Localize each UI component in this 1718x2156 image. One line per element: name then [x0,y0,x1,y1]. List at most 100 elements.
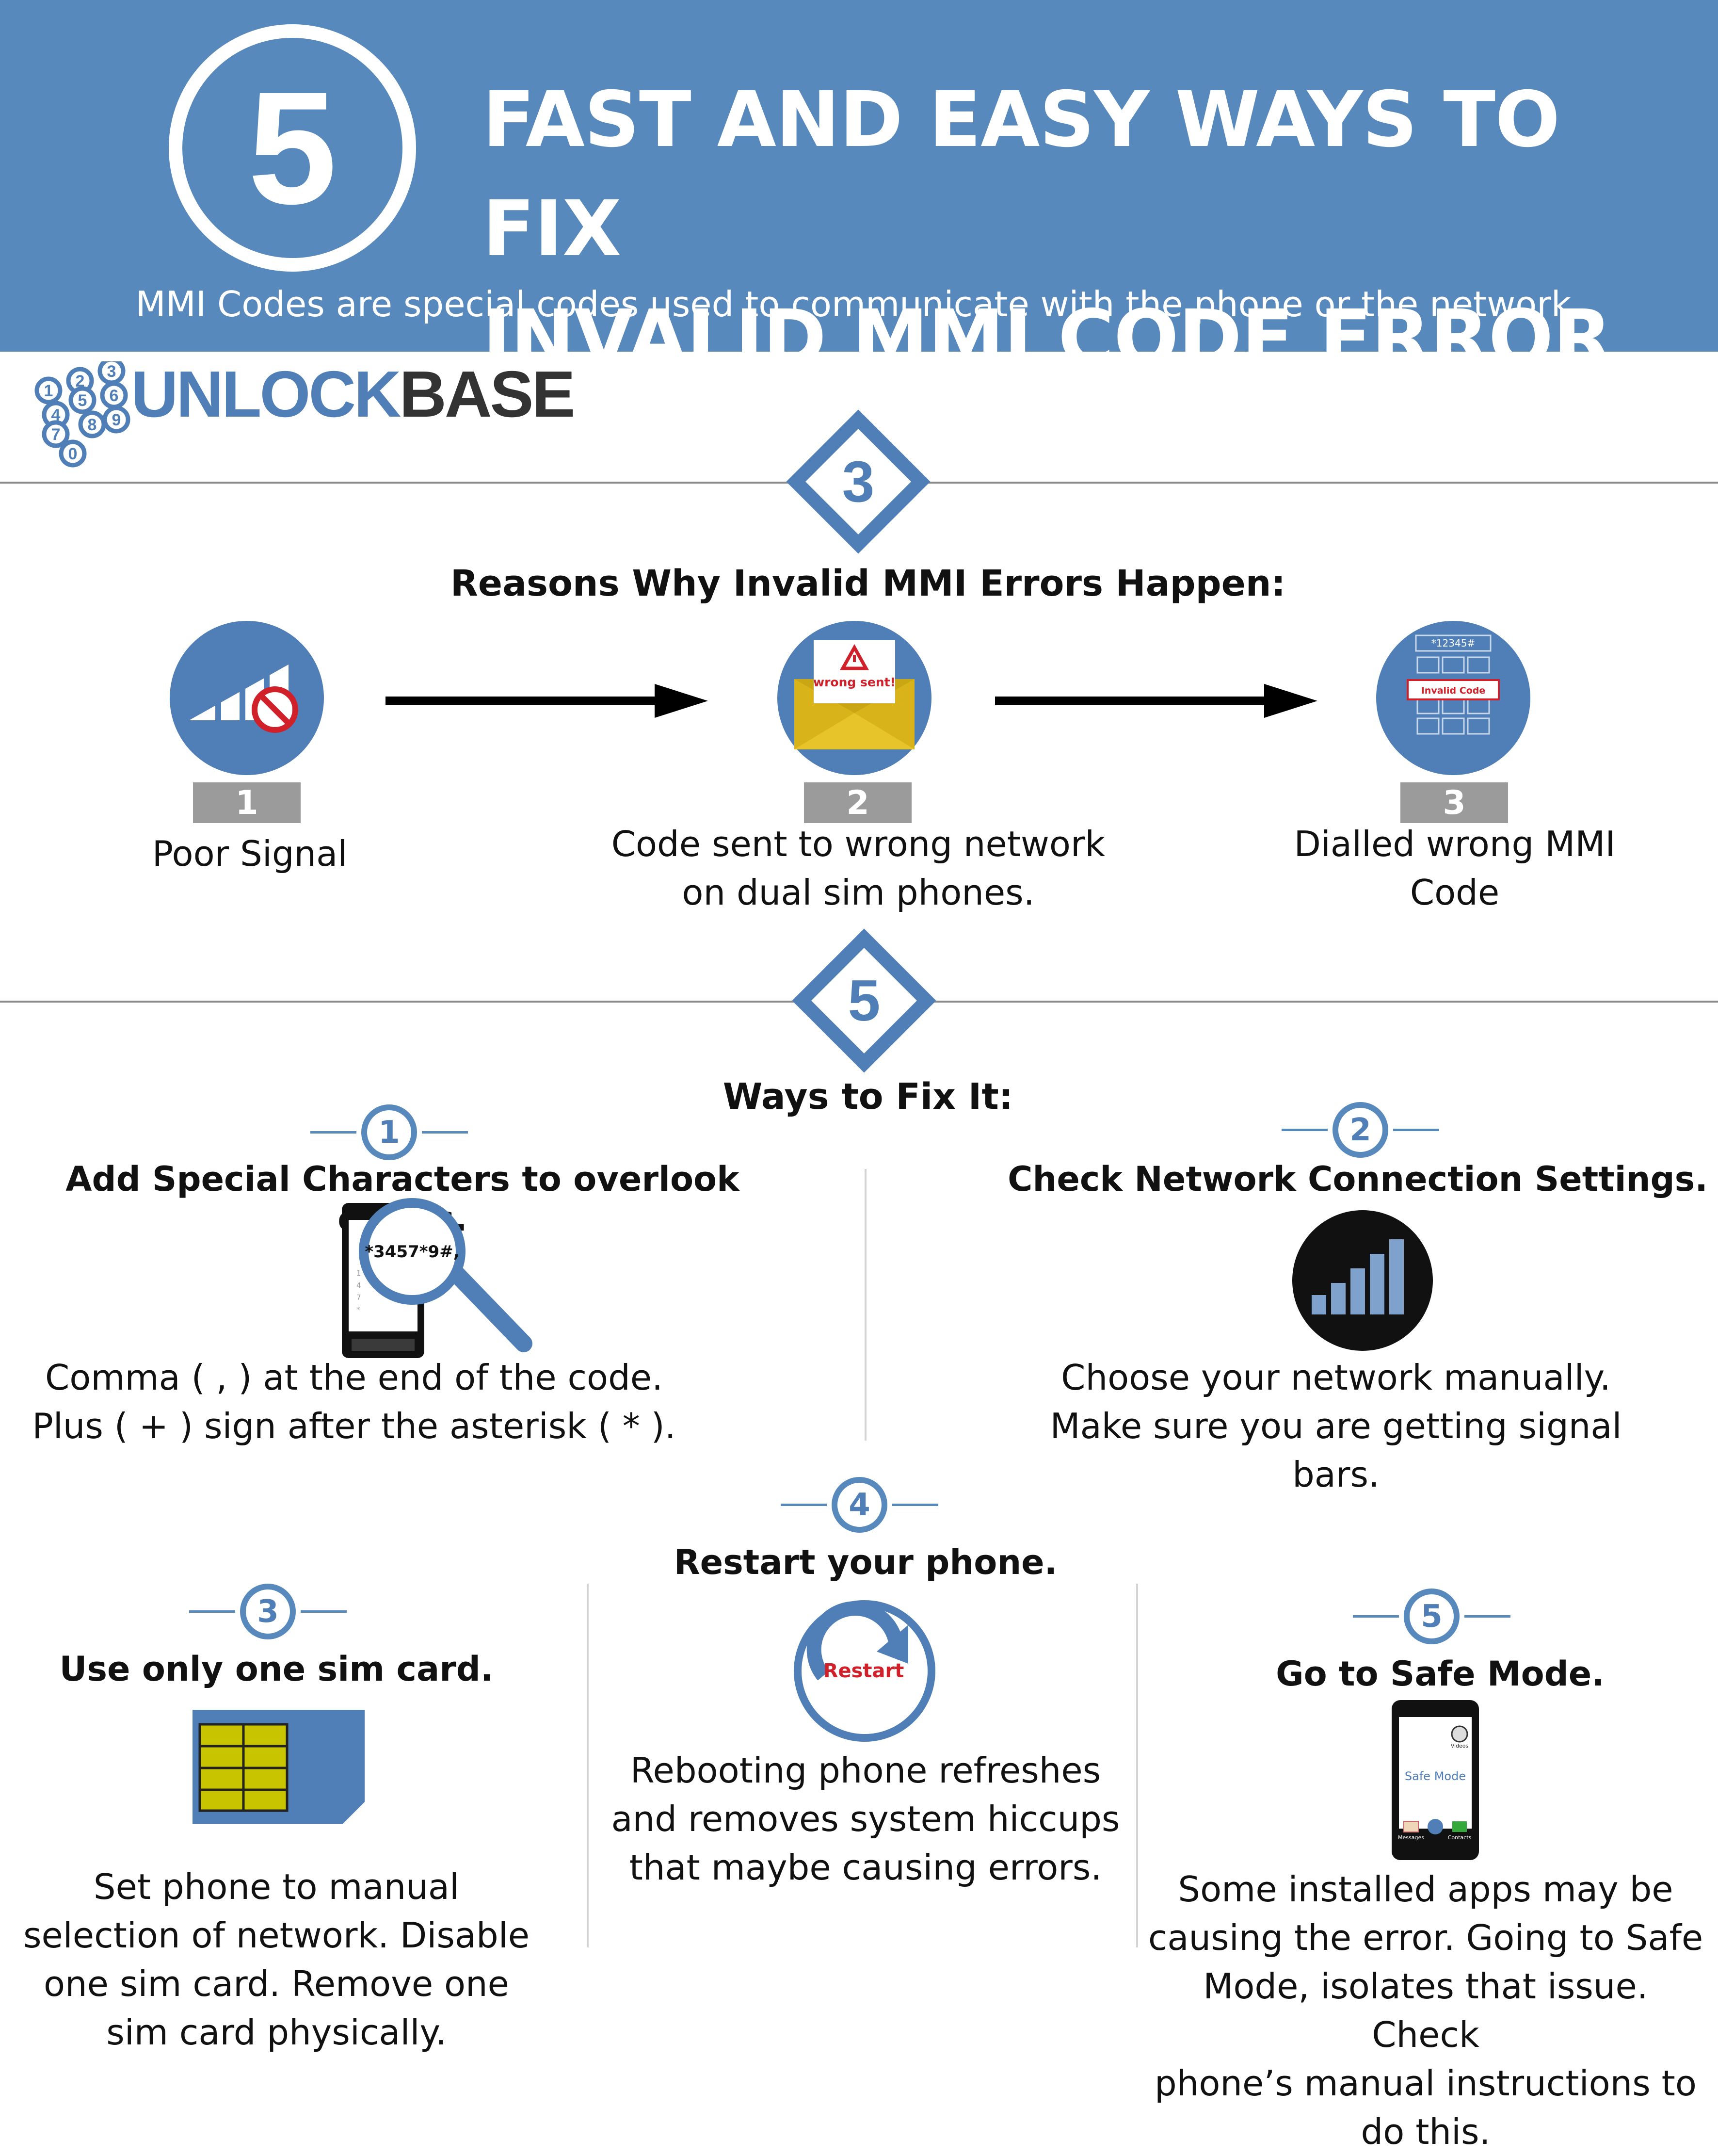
logo-digit-bubble [34,376,63,405]
messages-label: Messages [1398,1834,1424,1841]
keypad-key [1467,717,1490,735]
keypad-key [1442,717,1465,735]
keypad-key [1467,656,1490,674]
reasons-heading: Reasons Why Invalid MMI Errors Happen: [450,563,1286,604]
fix-1-line-2: Plus ( + ) sign after the asterisk ( * )… [32,1406,676,1446]
poor-signal-circle [170,621,324,775]
envelope-label: wrong sent! [813,675,896,689]
reason-1-line-1: Poor Signal [152,833,348,874]
wrong-code-circle: *12345# Invalid Code [1376,621,1530,775]
fix-3-number: 3 [240,1584,296,1639]
envelope-warning-icon: wrong sent! [794,640,915,749]
fix-2-line-2: Make sure you are getting signal bars. [1050,1406,1622,1495]
keypad-code: *12345# [1431,637,1475,649]
fix-2-text: Choose your network manually. Make sure … [1009,1353,1663,1499]
sim-card-icon [193,1710,365,1824]
fix-4-line-2: and removes system hiccups [611,1799,1120,1839]
title-line-1: FAST AND EASY WAYS TO FIX [482,75,1560,274]
page-title: FAST AND EASY WAYS TO FIX INVALID MMI CO… [482,65,1670,393]
safe-mode-phone-icon: Videos Safe Mode Messages Contacts [1392,1700,1479,1860]
logo-digit-bubble [42,420,70,448]
fix-2-marker: 2 [1282,1102,1439,1158]
fix-4-title: Restart your phone. [674,1542,1058,1582]
column-divider [587,1584,589,1947]
fix-1-number: 1 [361,1104,417,1160]
logo-digit: 8 [88,416,97,434]
fix-4-marker: 4 [781,1477,938,1533]
logo-digit-bubble [102,405,130,434]
fix-5-text: Some installed apps may be causing the e… [1144,1865,1707,2156]
logo-wordmark: UNLOCKBASE [131,361,576,427]
videos-label: Videos [1451,1743,1469,1749]
fix-5-line-3: Mode, isolates that issue. Check [1203,1966,1648,2055]
fix-3-line-1: Set phone to manual [93,1866,460,1907]
reason-text-2: Code sent to wrong network on dual sim p… [592,820,1125,917]
contacts-label: Contacts [1448,1834,1472,1841]
fix-4-line-1: Rebooting phone refreshes [630,1750,1101,1791]
fix-4-number: 4 [832,1477,887,1533]
logo-digit: 7 [51,425,61,444]
fix-5-line-4: phone’s manual instructions to [1155,2063,1697,2104]
fix-1-marker: 1 [310,1104,468,1160]
fix-5-line-1: Some installed apps may be [1178,1869,1673,1910]
reason-badge-2: 2 [804,782,912,823]
keypad-key [1442,656,1465,674]
svg-text:4: 4 [356,1281,361,1290]
magnifier-code: *3457*9#, [365,1242,459,1262]
fix-3-line-2: selection of network. Disable [23,1915,530,1956]
fix-1-text: Comma ( , ) at the end of the code. Plus… [19,1353,689,1450]
fix-2-title: Check Network Connection Settings. [1008,1159,1708,1199]
fix-1-line-1: Comma ( , ) at the end of the code. [45,1357,663,1398]
fix-2-line-1: Choose your network manually. [1061,1357,1611,1398]
fixes-heading: Ways to Fix It: [723,1076,1013,1118]
fix-3-text: Set phone to manual selection of network… [10,1863,543,2057]
reason-2-line-1: Code sent to wrong network [611,824,1106,864]
logo-digit: 0 [68,445,78,463]
fix-3-marker: 3 [189,1584,347,1639]
fix-3-line-3: one sim card. Remove one [44,1963,509,2004]
reason-2-line-2: on dual sim phones. [682,872,1035,913]
reason-badge-3: 3 [1400,782,1508,823]
svg-text:1: 1 [356,1269,361,1278]
column-divider [865,1169,867,1441]
poor-signal-icon [189,665,298,733]
fix-5-line-2: causing the error. Going to Safe [1148,1917,1703,1958]
header-number-circle: 5 [169,24,416,272]
logo-digit: 2 [76,372,85,390]
reason-badge-1: 1 [193,782,301,823]
logo-digit: 4 [51,406,61,424]
logo-digit-bubble [68,386,96,414]
reason-3-line-1: Dialled wrong MMI [1294,824,1616,864]
logo-digit: 3 [107,362,116,381]
phone-magnifier-icon: 1 4 7 * *3457*9#, [342,1198,532,1358]
fix-5-line-5: do this. [1361,2111,1491,2152]
fix-2-number: 2 [1333,1102,1388,1158]
fix-5-title: Go to Safe Mode. [1276,1654,1605,1694]
logo-digit: 9 [112,411,121,429]
header-number: 5 [248,58,337,237]
fixes-diamond-number: 5 [848,968,881,1033]
restart-label: Restart [823,1660,904,1682]
fix-5-number: 5 [1404,1589,1460,1644]
column-divider [1136,1584,1138,1947]
logo-digit: 1 [44,382,53,400]
fix-4-text: Rebooting phone refreshes and removes sy… [592,1746,1140,1892]
invalid-code-label: Invalid Code [1421,685,1486,696]
title-line-2: INVALID MMI CODE ERROR [482,293,1612,383]
logo-text-base: BASE [399,357,575,431]
keypad-key [1416,717,1440,735]
arrow-right-icon [995,684,1317,718]
wrong-network-circle: wrong sent! [777,621,931,775]
keypad-invalid-icon: *12345# Invalid Code [1407,634,1500,735]
reason-text-3: Dialled wrong MMI Code [1261,820,1649,917]
logo-text-unlock: UNLOCK [131,357,401,431]
signal-bars-icon [1292,1210,1433,1351]
header-subtitle: MMI Codes are special codes used to comm… [135,284,1583,324]
svg-text:*: * [356,1305,360,1314]
fix-3-title: Use only one sim card. [59,1649,494,1689]
svg-text:7: 7 [356,1293,361,1302]
keypad-key [1416,656,1440,674]
fix-4-line-3: that maybe causing errors. [629,1847,1102,1888]
arrow-right-icon [385,684,708,718]
